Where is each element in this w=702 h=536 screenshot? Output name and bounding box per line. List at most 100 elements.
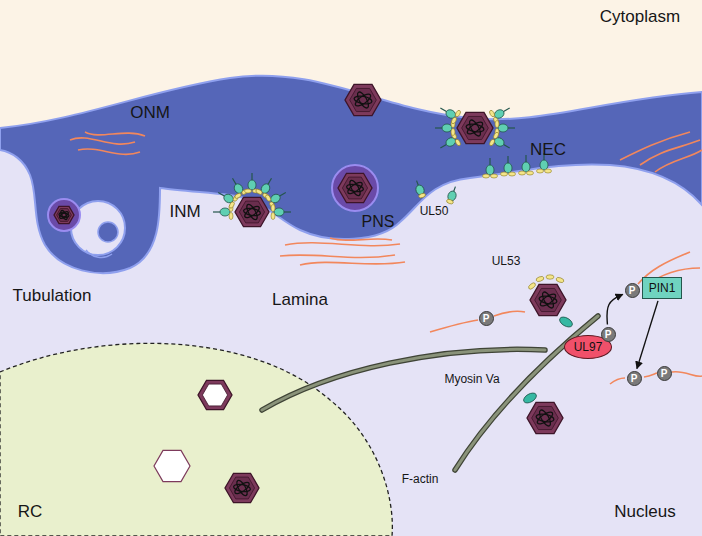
ul53-subunit <box>245 189 252 193</box>
ul53-subunit <box>527 171 534 175</box>
lamina-strand <box>610 378 625 384</box>
nec-unit <box>437 102 462 125</box>
capsid-inner <box>229 477 254 499</box>
region-label: PNS <box>362 213 395 231</box>
capsid-shell <box>198 380 232 409</box>
nec-unit <box>271 205 291 220</box>
capsid-genome <box>540 290 555 309</box>
ul53-subunit <box>483 174 490 178</box>
nec-unit <box>226 174 249 199</box>
myosin-va <box>522 391 538 405</box>
capsid-shell <box>54 206 74 223</box>
nec-unit <box>489 132 514 155</box>
capsid <box>235 197 269 226</box>
capsid-genome <box>467 118 482 137</box>
ul50-head <box>274 208 284 216</box>
phosphate-circle: P <box>627 371 642 386</box>
tubulation-fold <box>86 250 112 257</box>
ul53-subunit <box>489 110 496 118</box>
capsid-genome <box>355 90 370 109</box>
lamina-strands <box>70 132 702 384</box>
ul53-subunit <box>495 121 499 128</box>
ul53-subunit <box>489 138 496 146</box>
ul50-head <box>498 124 508 132</box>
ul53-subunit <box>446 199 454 205</box>
ul53-subunit <box>454 138 461 146</box>
nec-unit <box>437 132 462 155</box>
node-text: P <box>480 312 493 325</box>
capsid-inner <box>342 177 367 199</box>
capsid-envelope <box>332 165 378 211</box>
ul53-subunit <box>493 132 500 140</box>
f-actin-core <box>262 349 545 410</box>
ul53-subunit <box>519 171 526 175</box>
illustration-parts <box>48 84 702 502</box>
ul53-subunit <box>545 169 552 173</box>
ul53-subunit <box>271 205 275 212</box>
capsid-shell <box>154 450 190 481</box>
nec-unit <box>483 158 498 178</box>
capsid-genome <box>346 183 364 193</box>
capsid-shell <box>457 112 493 143</box>
capsid <box>530 284 566 315</box>
capsid-inner <box>239 201 264 223</box>
capsid-inner <box>535 288 562 311</box>
phosphate-circle: P <box>657 366 672 381</box>
capsid-inner <box>462 116 489 139</box>
capsid <box>154 450 190 481</box>
capsid-genome <box>348 179 362 197</box>
nucleus-ground <box>0 76 702 536</box>
lamina-strand <box>640 140 700 165</box>
region-label: INM <box>169 203 200 222</box>
capsid <box>527 402 563 433</box>
capsid-genome <box>59 210 69 219</box>
capsid-genome <box>536 413 555 423</box>
capsid <box>457 112 493 143</box>
tubulation-loop <box>98 222 118 242</box>
ul53-subunit <box>234 192 242 199</box>
ul53-subunit <box>546 275 554 279</box>
capsid <box>225 473 259 502</box>
region-label: Nucleus <box>614 503 675 522</box>
lamina-strand <box>430 320 478 332</box>
ul50-free <box>446 185 460 205</box>
ul50-head <box>486 165 494 175</box>
lamina-strand <box>330 238 392 240</box>
capsid <box>198 380 232 409</box>
region-label: Tubulation <box>13 287 92 306</box>
capsid-inner <box>350 88 377 111</box>
region-label: ONM <box>130 104 170 123</box>
capsid-genome <box>539 295 558 305</box>
capsid-genome <box>537 408 552 427</box>
region-label: Myosin Va <box>444 373 499 386</box>
ul53-subunit <box>450 116 457 124</box>
phosphate-circle: P <box>601 327 616 342</box>
ul53-subunit <box>418 193 426 199</box>
region-label: Cytoplasm <box>600 8 680 27</box>
lamina-strand <box>78 149 140 154</box>
lamina-strand <box>672 372 702 377</box>
f-actin-filaments <box>262 316 598 470</box>
capsid-inner <box>202 384 227 406</box>
capsid-shell <box>235 197 269 226</box>
ul50-head <box>540 160 548 170</box>
capsid-shell <box>225 473 259 502</box>
lamina-strand <box>85 132 145 136</box>
reaction-arrow <box>637 301 658 369</box>
replication-compartment <box>0 343 392 536</box>
capsid-genome <box>60 210 68 221</box>
ul50-head <box>522 162 530 172</box>
node-text: PIN1 <box>649 281 676 295</box>
lamina-strand <box>280 255 395 258</box>
isomerase-box: PIN1 <box>642 277 683 299</box>
ul53-subunit <box>454 110 461 118</box>
ul53-subunit <box>255 188 263 195</box>
ul50-head <box>220 208 230 216</box>
ul50-head <box>248 180 256 190</box>
capsid-envelope <box>48 199 80 231</box>
ul53-subunit <box>265 194 272 202</box>
nec-unit <box>489 102 514 125</box>
